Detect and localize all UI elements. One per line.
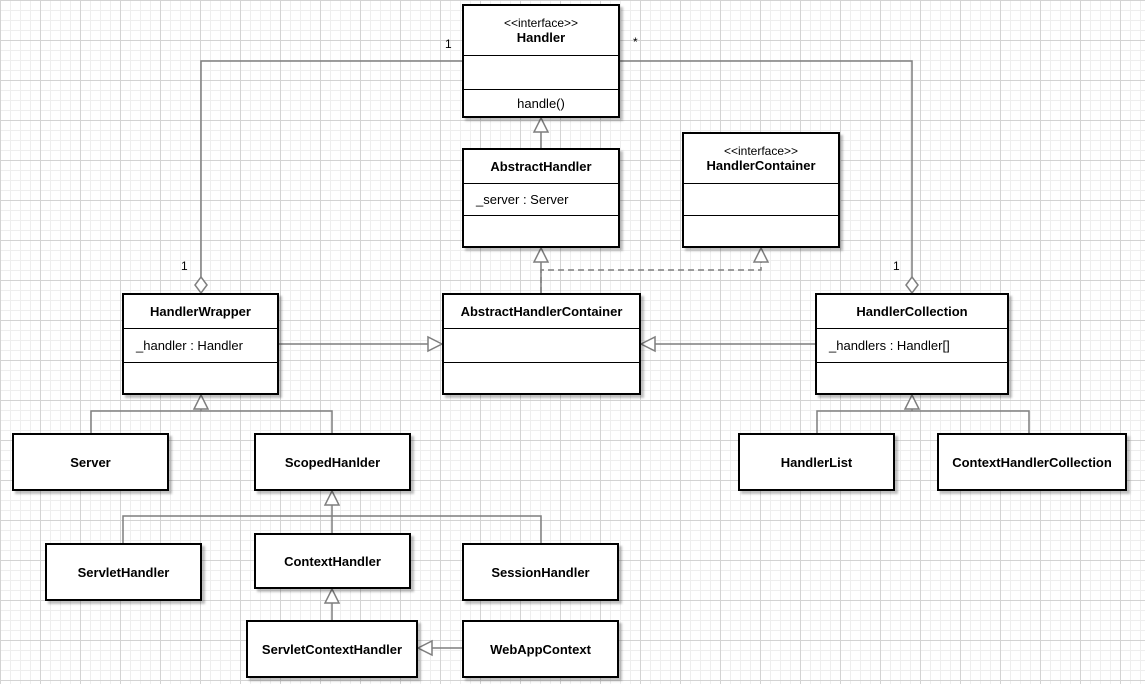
aggregation-collection-handler: [620, 60, 913, 277]
class-name: Server: [70, 454, 111, 470]
class-servlet-context-handler[interactable]: ServletContextHandler: [246, 620, 418, 678]
class-name: AbstractHandler: [490, 159, 592, 174]
class-name: ServletContextHandler: [261, 641, 403, 657]
generalization-arrow-context: [323, 587, 341, 604]
class-operations: handle(): [517, 95, 565, 111]
class-name: HandlerContainer: [706, 158, 816, 173]
class-name: AbstractHandlerContainer: [460, 304, 623, 319]
class-operations: [817, 363, 1007, 393]
class-attributes: _handler : Handler: [124, 329, 277, 363]
class-session-handler[interactable]: SessionHandler: [462, 543, 619, 601]
generalization-arrow-handler: [532, 116, 550, 133]
class-attributes: _handlers : Handler[]: [817, 329, 1007, 363]
generalization-tree-wrapper: [90, 410, 333, 433]
class-header: <<interface>> HandlerContainer: [684, 134, 838, 184]
realization-container-interface: [540, 262, 762, 293]
class-context-handler[interactable]: ContextHandler: [254, 533, 411, 589]
class-header: HandlerCollection: [817, 295, 1007, 329]
class-name: ContextHandler: [284, 553, 381, 569]
class-operations: [464, 216, 618, 246]
class-abstract-handler-container[interactable]: AbstractHandlerContainer: [442, 293, 641, 395]
class-context-handler-collection[interactable]: ContextHandlerCollection: [937, 433, 1127, 491]
class-header: <<interface>> Handler: [464, 6, 618, 56]
class-name: SessionHandler: [491, 564, 590, 580]
multiplicity-collection-handler-end: *: [633, 35, 638, 49]
multiplicity-wrapper-aggregate-end: 1: [181, 259, 188, 273]
class-handler-collection[interactable]: HandlerCollection _handlers : Handler[]: [815, 293, 1009, 395]
generalization-arrow-container-right: [639, 335, 656, 353]
generalization-arrow-servletcontext: [416, 639, 433, 657]
class-header: AbstractHandler: [464, 150, 618, 184]
class-name: Handler: [516, 30, 566, 45]
class-server[interactable]: Server: [12, 433, 169, 491]
class-abstract-handler[interactable]: AbstractHandler _server : Server: [462, 148, 620, 248]
class-operations: [444, 363, 639, 393]
class-attributes: _server : Server: [464, 184, 618, 216]
class-attributes: [464, 56, 618, 90]
class-servlet-handler[interactable]: ServletHandler: [45, 543, 202, 601]
class-name: ServletHandler: [77, 564, 170, 580]
class-operations: [124, 363, 277, 393]
generalization-arrow-scoped: [323, 489, 341, 506]
class-name: HandlerList: [780, 454, 853, 470]
class-handler-wrapper[interactable]: HandlerWrapper _handler : Handler: [122, 293, 279, 395]
class-attributes: [684, 184, 838, 216]
generalization-arrow-abstracthandler: [532, 246, 550, 263]
class-name: ScopedHanlder: [284, 454, 381, 470]
class-name: WebAppContext: [490, 641, 591, 657]
class-name: ContextHandlerCollection: [952, 454, 1112, 470]
class-handler-container[interactable]: <<interface>> HandlerContainer: [682, 132, 840, 248]
aggregation-diamond-wrapper: [194, 275, 208, 295]
class-scoped-handler[interactable]: ScopedHanlder: [254, 433, 411, 491]
generalization-arrow-collection: [903, 393, 921, 410]
multiplicity-collection-aggregate-end: 1: [893, 259, 900, 273]
class-stereotype: <<interface>>: [503, 16, 579, 30]
generalization-arrow-container-left: [427, 335, 444, 353]
class-header: HandlerWrapper: [124, 295, 277, 329]
class-attributes: [444, 329, 639, 363]
aggregation-diamond-collection: [905, 275, 919, 295]
class-web-app-context[interactable]: WebAppContext: [462, 620, 619, 678]
aggregation-wrapper-handler: [200, 60, 462, 277]
class-stereotype: <<interface>>: [723, 144, 799, 158]
class-name: HandlerWrapper: [150, 304, 251, 319]
generalization-arrow-wrapper: [192, 393, 210, 410]
realization-arrow-handlercontainer: [752, 246, 770, 263]
class-name: HandlerCollection: [856, 304, 968, 319]
class-handler[interactable]: <<interface>> Handler handle(): [462, 4, 620, 118]
generalization-tree-collection: [816, 410, 1030, 433]
class-header: AbstractHandlerContainer: [444, 295, 639, 329]
class-handler-list[interactable]: HandlerList: [738, 433, 895, 491]
class-operations: [684, 216, 838, 246]
multiplicity-wrapper-handler-end: 1: [445, 37, 452, 51]
